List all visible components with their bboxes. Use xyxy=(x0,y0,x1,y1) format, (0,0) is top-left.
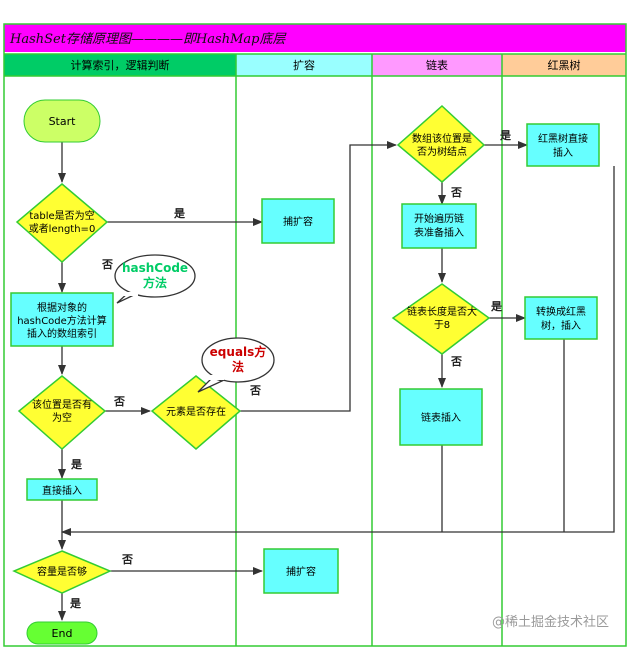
process-resize-2 xyxy=(263,548,339,594)
resize1-label: 捕扩容 xyxy=(283,215,313,228)
title-bar xyxy=(4,24,626,52)
start-label: Start xyxy=(49,115,77,128)
process-to-tree xyxy=(524,296,598,340)
decision-length-line2: 于8 xyxy=(434,320,450,331)
callout-equals-line2: 法 xyxy=(232,359,244,374)
decision-length-line1: 链表长度是否大 xyxy=(407,305,477,318)
decision-slot-has-value xyxy=(17,375,107,451)
traverse-line2: 表准备插入 xyxy=(414,226,464,239)
decision-exists-label: 元素是否存在 xyxy=(166,405,226,418)
label-no-treenode: 否 xyxy=(450,186,462,199)
index-line2: hashCode方法计算 xyxy=(17,314,107,327)
resize2-label: 捕扩容 xyxy=(286,565,316,578)
start-node xyxy=(23,99,101,143)
lane-header-list xyxy=(372,54,502,76)
decision-tree-line1: 数组该位置是 xyxy=(412,132,472,145)
lane-label-list: 链表 xyxy=(426,58,448,72)
lane-header-resize xyxy=(236,54,372,76)
decision-table-line1: table是否为空 xyxy=(29,209,94,222)
label-yes-slot: 是 xyxy=(70,458,83,471)
end-node xyxy=(26,621,98,645)
tree-insert-line2: 插入 xyxy=(553,146,573,159)
decision-capacity-label: 容量是否够 xyxy=(37,565,87,578)
lane-header-index xyxy=(4,54,236,76)
callout-hashcode: hashCode 方法 xyxy=(114,254,196,304)
callout-equals: equals方 法 xyxy=(197,337,275,393)
callout-hashcode-line1: hashCode xyxy=(122,261,188,275)
callout-equals-line1: equals方 xyxy=(210,344,267,359)
decision-slot-line2: 为空 xyxy=(52,411,72,424)
process-direct-insert xyxy=(26,478,98,501)
totree-line2: 树，插入 xyxy=(541,319,581,332)
edge-treeinsert-merge xyxy=(61,166,615,536)
index-line3: 插入的数组索引 xyxy=(27,327,97,340)
label-no-capacity: 否 xyxy=(121,553,133,566)
label-no-table: 否 xyxy=(101,258,113,271)
end-label: End xyxy=(52,627,73,640)
decision-table-empty xyxy=(15,183,109,264)
lane-label-resize: 扩容 xyxy=(293,58,315,72)
decision-is-tree-node xyxy=(396,104,486,183)
watermark: @稀土掘金技术社区 xyxy=(492,615,610,630)
label-yes-treenode: 是 xyxy=(499,129,512,142)
decision-tree-line2: 否为树结点 xyxy=(417,145,467,158)
label-yes-length: 是 xyxy=(490,300,503,313)
lane-label-index: 计算索引，逻辑判断 xyxy=(71,58,170,72)
label-no-length: 否 xyxy=(450,355,462,368)
process-traverse-list xyxy=(401,203,477,249)
diagram-title: HashSet存储原理图————即HashMap底层 xyxy=(9,32,287,47)
decision-element-exists xyxy=(150,375,242,450)
process-resize-1 xyxy=(261,198,335,244)
list-insert-label: 链表插入 xyxy=(421,411,461,424)
index-line1: 根据对象的 xyxy=(37,301,87,314)
totree-line1: 转换成红黑 xyxy=(536,305,586,318)
label-no-slot: 否 xyxy=(113,395,125,408)
decision-list-length xyxy=(391,283,491,355)
callout-hashcode-line2: 方法 xyxy=(143,275,167,290)
direct-insert-label: 直接插入 xyxy=(42,484,82,497)
decision-capacity xyxy=(12,550,112,594)
lane-header-tree xyxy=(502,54,626,76)
decision-slot-line1: 该位置是否有 xyxy=(32,398,92,411)
edge-exists-tree xyxy=(240,141,397,412)
process-compute-index xyxy=(10,292,114,347)
decision-table-line2: 或者length=0 xyxy=(29,223,96,235)
connectors xyxy=(58,141,615,621)
process-list-insert xyxy=(399,388,483,446)
process-tree-insert xyxy=(526,123,600,167)
lane-label-tree: 红黑树 xyxy=(548,58,581,72)
traverse-line1: 开始遍历链 xyxy=(414,212,464,225)
tree-insert-line1: 红黑树直接 xyxy=(538,132,588,145)
label-yes-capacity: 是 xyxy=(69,597,82,610)
label-yes-table: 是 xyxy=(173,207,186,220)
label-no-exists: 否 xyxy=(249,384,261,397)
